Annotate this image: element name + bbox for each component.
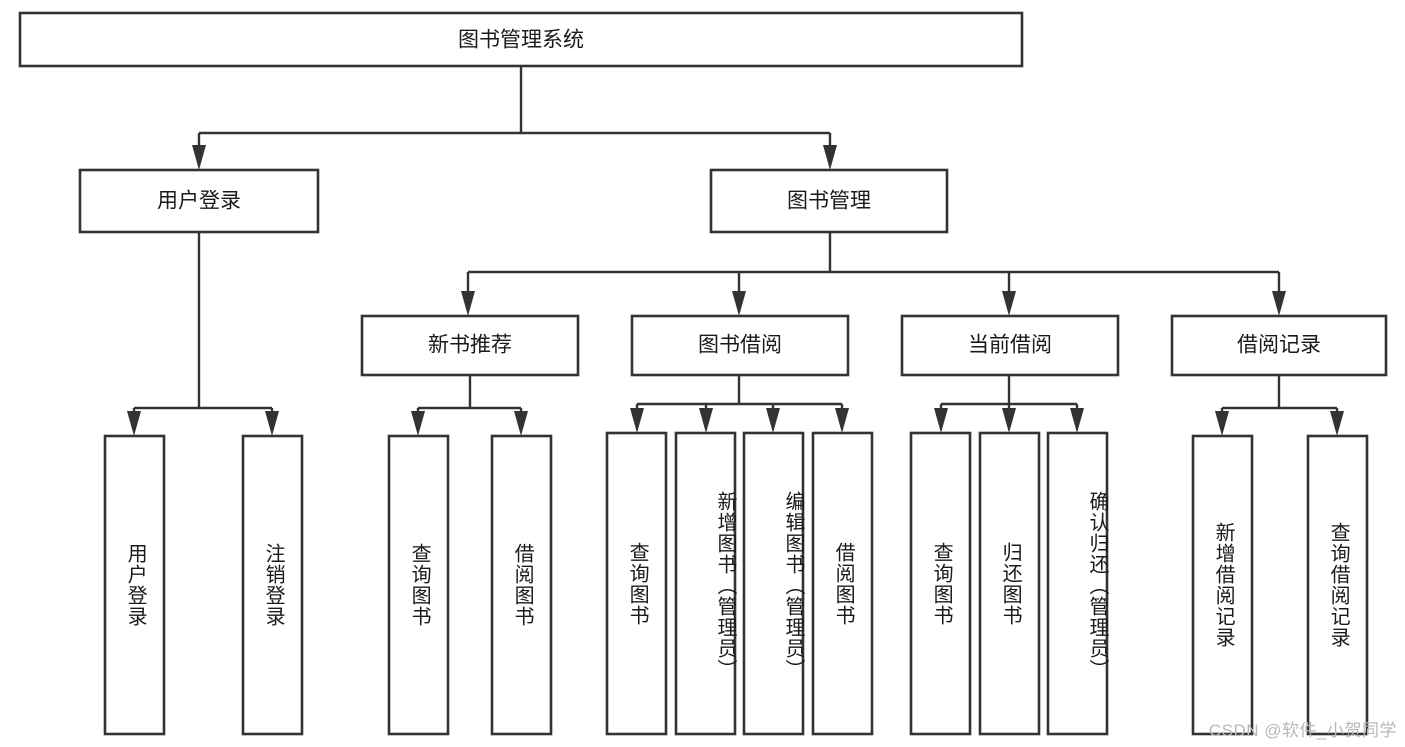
arrow-head-leaf-logout: [265, 411, 279, 436]
leaf-query-book-1-box[interactable]: [387, 434, 450, 736]
leaf-add-record-box[interactable]: [1191, 434, 1254, 736]
arrow-head-user-login: [192, 145, 206, 170]
arrow-head-leaf-user-login: [127, 411, 141, 436]
arrow-head-leaf-edit-book: [766, 408, 780, 433]
node-root-label: 图书管理系统: [458, 29, 584, 52]
node-book-manage[interactable]: 图书管理: [709, 168, 949, 234]
node-user-login-label: 用户登录: [157, 190, 241, 213]
arrow-head-book-borrow: [732, 291, 746, 316]
arrow-head-current-borrow: [1002, 291, 1016, 316]
leaf-edit-book-box[interactable]: [742, 431, 805, 736]
arrow-head-leaf-add-record: [1215, 411, 1229, 436]
arrow-head-leaf-query-book-3: [934, 408, 948, 433]
node-root[interactable]: 图书管理系统: [18, 11, 1024, 68]
arrow-head-book-manage: [823, 145, 837, 170]
arrow-head-leaf-query-record: [1330, 411, 1344, 436]
leaf-box-group: [103, 431, 1369, 736]
node-user-login[interactable]: 用户登录: [78, 168, 320, 234]
leaf-query-book-2-box[interactable]: [605, 431, 668, 736]
leaf-borrow-book-2-box[interactable]: [811, 431, 874, 736]
leaf-confirm-return-box[interactable]: [1046, 431, 1109, 736]
leaf-user-login-box[interactable]: [103, 434, 166, 736]
node-current-borrow-label: 当前借阅: [968, 334, 1052, 357]
node-new-book-recommend-box[interactable]: [360, 314, 580, 377]
leaf-borrow-book-1-box[interactable]: [490, 434, 553, 736]
node-root-box[interactable]: [18, 11, 1024, 68]
leaf-query-book-3-box[interactable]: [909, 431, 972, 736]
arrow-head-leaf-return-book: [1002, 408, 1016, 433]
node-book-borrow-box[interactable]: [630, 314, 850, 377]
node-current-borrow[interactable]: 当前借阅: [900, 314, 1120, 377]
node-borrow-record[interactable]: 借阅记录: [1170, 314, 1388, 377]
arrow-head-leaf-query-book-2: [630, 408, 644, 433]
connector-group: [127, 66, 1344, 436]
arrow-head-borrow-record: [1272, 291, 1286, 316]
node-book-manage-box[interactable]: [709, 168, 949, 234]
arrow-head-leaf-borrow-book-2: [835, 408, 849, 433]
arrow-head-leaf-add-book: [699, 408, 713, 433]
node-new-book-recommend[interactable]: 新书推荐: [360, 314, 580, 377]
node-book-borrow-label: 图书借阅: [698, 334, 782, 357]
arrow-head-leaf-query-book-1: [411, 411, 425, 436]
leaf-logout-box[interactable]: [241, 434, 304, 736]
leaf-return-book-box[interactable]: [978, 431, 1041, 736]
node-current-borrow-box[interactable]: [900, 314, 1120, 377]
node-book-borrow[interactable]: 图书借阅: [630, 314, 850, 377]
node-new-book-recommend-label: 新书推荐: [428, 334, 512, 357]
arrow-head-leaf-confirm-return: [1070, 408, 1084, 433]
leaf-query-record-box[interactable]: [1306, 434, 1369, 736]
node-borrow-record-box[interactable]: [1170, 314, 1388, 377]
node-book-manage-label: 图书管理: [787, 190, 871, 213]
leaf-add-book-box[interactable]: [674, 431, 737, 736]
watermark: CSDN @软件_小贺同学: [1208, 721, 1397, 740]
node-user-login-box[interactable]: [78, 168, 320, 234]
arrow-head-new-book-recommend: [461, 291, 475, 316]
arrow-head-leaf-borrow-book-1: [514, 411, 528, 436]
node-borrow-record-label: 借阅记录: [1237, 334, 1321, 357]
